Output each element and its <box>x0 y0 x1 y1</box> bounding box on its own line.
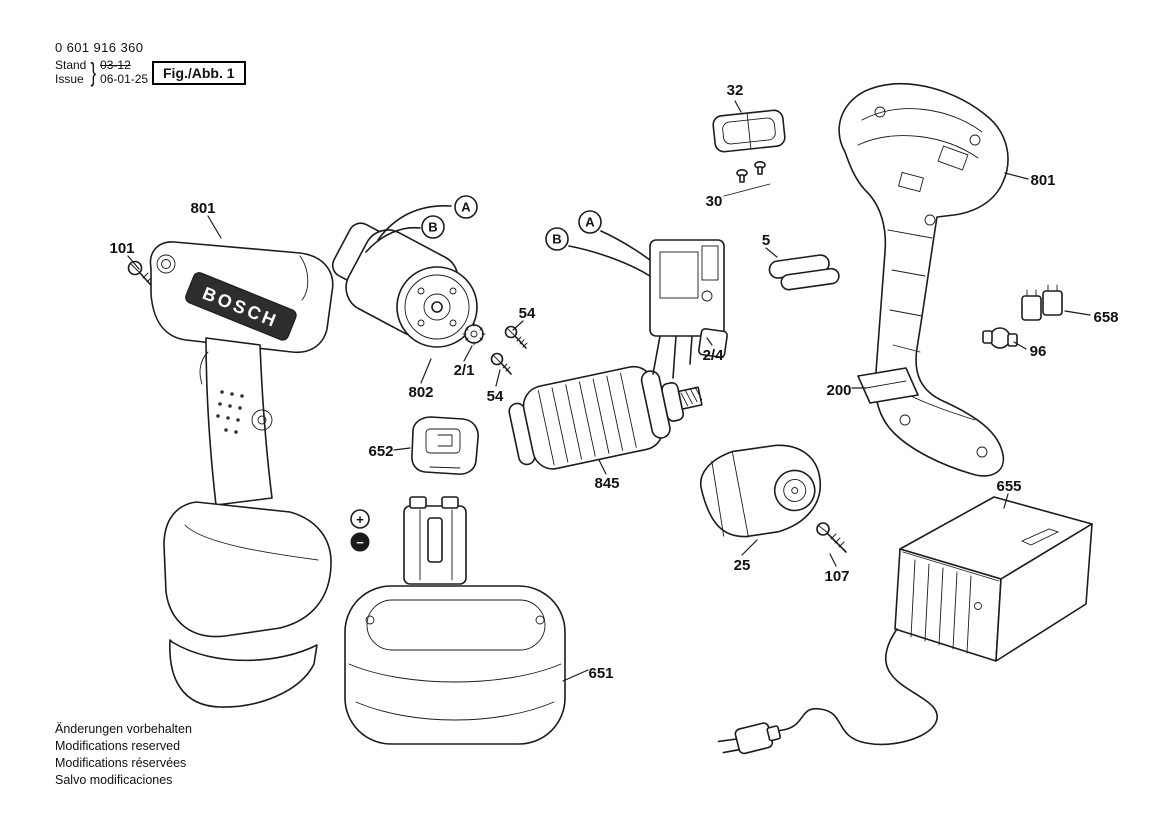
plus-icon: + <box>350 509 370 529</box>
part-label-32: 32 <box>727 82 744 99</box>
title-block: 0 601 916 360 Stand Issue } 03-12 06-01-… <box>55 40 148 86</box>
part-label-655: 655 <box>996 478 1021 495</box>
part-label-30: 30 <box>706 193 723 210</box>
gearbox-845 <box>508 365 703 470</box>
part-label-801-right: 801 <box>1030 172 1055 189</box>
power-cord <box>776 628 938 746</box>
part-label-2-4: 2/4 <box>703 347 725 364</box>
screw-101-icon <box>127 260 159 294</box>
part-label-5: 5 <box>762 232 770 249</box>
note-fr: Modifications réservées <box>55 756 187 770</box>
minus-label: − <box>356 535 364 550</box>
plate-200 <box>857 367 919 404</box>
stand-label: Stand <box>55 58 87 72</box>
wire-letter-a-right: A <box>578 210 602 234</box>
wire-letter-b-right: B <box>545 227 569 251</box>
drill-left-housing: BOSCH <box>149 241 334 708</box>
note-de: Änderungen vorbehalten <box>55 722 192 736</box>
part-label-54-upper: 54 <box>519 305 536 322</box>
part-labels: 101 801 802 2/1 54 54 2/4 32 30 5 801 65… <box>109 82 1118 682</box>
clip-32 <box>712 109 786 153</box>
part-label-25: 25 <box>734 557 751 574</box>
part-number: 0 601 916 360 <box>55 40 144 55</box>
brace-glyph: } <box>90 57 97 87</box>
part-label-652: 652 <box>368 443 393 460</box>
note-es: Salvo modificaciones <box>55 773 173 787</box>
drill-right-housing <box>838 83 1009 477</box>
minus-icon: − <box>350 532 370 552</box>
part-label-802: 802 <box>408 384 433 401</box>
screw-54-lower-icon <box>490 352 512 375</box>
screw-54-upper-icon <box>504 325 528 349</box>
note-en: Modifications reserved <box>55 739 181 753</box>
charger-655 <box>894 496 1093 662</box>
part-label-845: 845 <box>594 475 619 492</box>
contact-pins-30 <box>723 161 771 197</box>
issue-value: 06-01-25 <box>100 72 149 86</box>
figure-label: Fig./Abb. 1 <box>152 61 246 85</box>
part-label-54-lower: 54 <box>487 388 504 405</box>
part-label-200: 200 <box>826 382 851 399</box>
clip-652 <box>411 416 479 475</box>
part-label-651: 651 <box>588 665 613 682</box>
connector-658 <box>1021 284 1063 321</box>
wire-letter-b-left: B <box>421 215 445 239</box>
part-label-658: 658 <box>1093 309 1118 326</box>
wire-a-left-label: A <box>461 200 471 215</box>
clamp-96 <box>982 327 1018 349</box>
part-label-101: 101 <box>109 240 134 257</box>
leader-lines <box>127 100 1091 682</box>
battery-stem <box>403 496 467 585</box>
wire-b-right-label: B <box>552 232 561 247</box>
part-label-801-left: 801 <box>190 200 215 217</box>
wire-letter-a-left: A <box>454 195 478 219</box>
battery-pack-651 <box>344 585 566 745</box>
power-plug-icon <box>717 722 782 755</box>
switch-assembly-2-4 <box>568 230 728 379</box>
motor-assembly-802 <box>331 205 478 348</box>
part-label-2-1: 2/1 <box>454 362 475 379</box>
chuck-25 <box>699 444 822 538</box>
wire-b-left-label: B <box>428 220 437 235</box>
pinion-gear-2-1 <box>462 322 486 346</box>
plus-label: + <box>356 512 364 527</box>
issue-label: Issue <box>55 72 84 86</box>
footer-notes: Änderungen vorbehalten Modifications res… <box>55 721 192 789</box>
button-5 <box>768 254 840 291</box>
part-label-96: 96 <box>1030 343 1047 360</box>
part-label-107: 107 <box>824 568 849 585</box>
screw-107-icon <box>816 522 847 553</box>
stand-value: 03-12 <box>100 58 131 72</box>
wire-a-right-label: A <box>585 215 595 230</box>
